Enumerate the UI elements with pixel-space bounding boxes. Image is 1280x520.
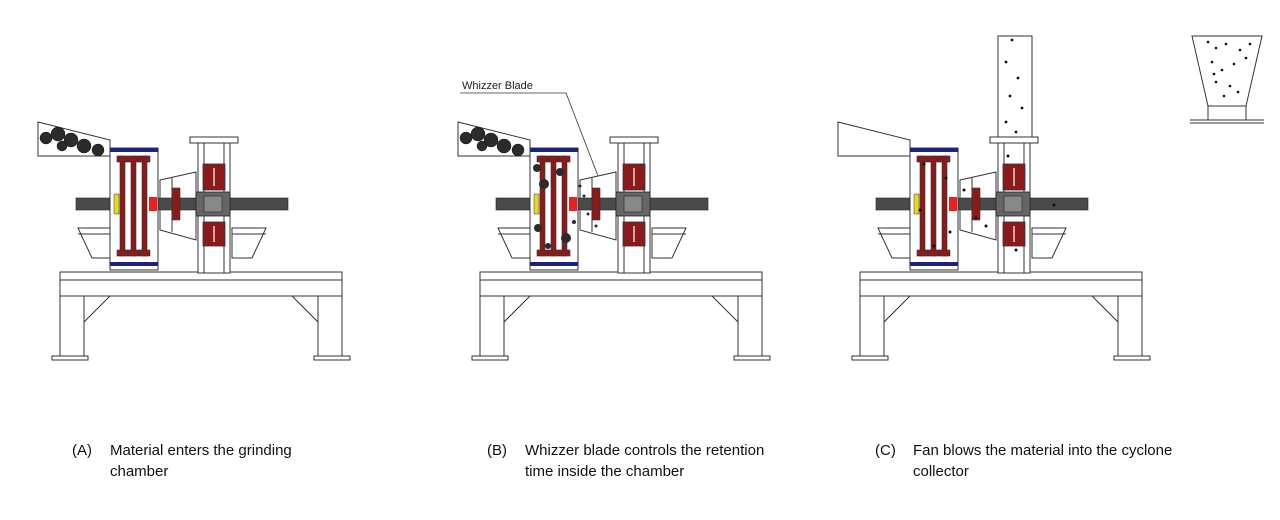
cyclone-collector [1190, 35, 1264, 124]
caption-c-text: Fan blows the material into the cyclone … [913, 442, 1173, 480]
conveyed-particles [918, 38, 1056, 252]
panel-c-diagram [837, 35, 1151, 361]
whizzer-blade-callout: Whizzer Blade [460, 80, 599, 177]
collected-particles [1206, 40, 1252, 98]
panel-b-diagram: Whizzer Blade [457, 80, 771, 361]
caption-a-letter: (A) [72, 442, 92, 459]
feed-material [39, 126, 105, 157]
feed-material [459, 126, 525, 157]
caption-a-text: Material enters the grinding chamber [110, 442, 292, 480]
panel-a-diagram [37, 121, 351, 361]
discharge-duct [997, 35, 1033, 138]
whizzer-blade-label: Whizzer Blade [462, 80, 533, 92]
caption-c-letter: (C) [875, 442, 896, 459]
empty-feed-chute [837, 121, 911, 157]
chamber-particles [533, 164, 598, 249]
caption-b-text: Whizzer blade controls the retention tim… [525, 442, 765, 480]
caption-b-letter: (B) [487, 442, 507, 459]
